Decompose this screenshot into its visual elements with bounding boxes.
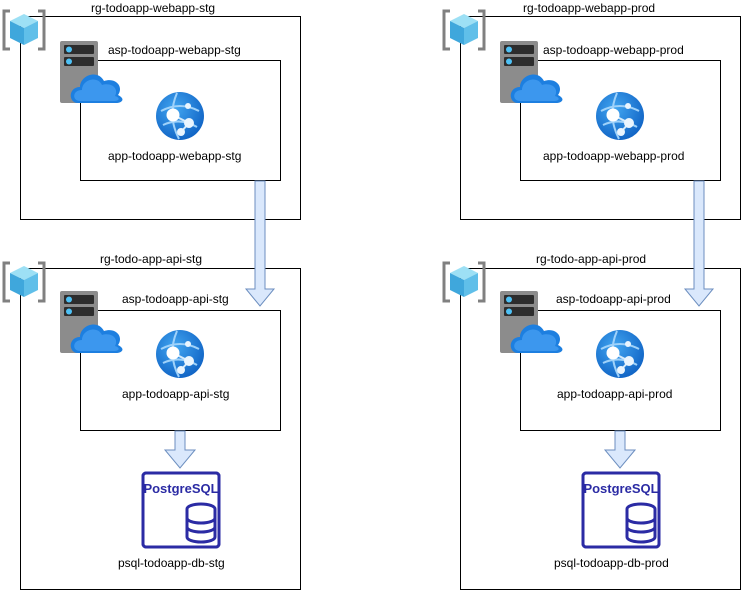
resource-group-icon bbox=[440, 260, 488, 309]
app-service-plan-icon bbox=[500, 41, 566, 110]
rg-webapp-stg-label: rg-todoapp-webapp-stg bbox=[91, 1, 216, 15]
app-webapp-stg-label: app-todoapp-webapp-stg bbox=[108, 149, 242, 163]
postgresql-logo-text: PostgreSQL bbox=[143, 481, 218, 496]
web-app-icon bbox=[155, 91, 205, 146]
postgresql-icon: PostgreSQL bbox=[141, 471, 221, 554]
web-app-icon bbox=[595, 329, 645, 384]
arrow-api-to-db-prod bbox=[603, 430, 637, 469]
asp-webapp-stg-label: asp-todoapp-webapp-stg bbox=[108, 43, 241, 57]
asp-api-stg-label: asp-todoapp-api-stg bbox=[122, 292, 229, 306]
app-service-plan-icon bbox=[60, 41, 126, 110]
resource-group-icon bbox=[440, 8, 488, 57]
web-app-icon bbox=[155, 329, 205, 384]
asp-webapp-prod-label: asp-todoapp-webapp-prod bbox=[543, 43, 684, 57]
app-webapp-prod-label: app-todoapp-webapp-prod bbox=[543, 149, 685, 163]
arrow-webapp-to-api-stg bbox=[244, 180, 276, 307]
app-service-plan-icon bbox=[60, 291, 126, 360]
rg-api-prod-label: rg-todo-app-api-prod bbox=[536, 252, 647, 266]
arrow-api-to-db-stg bbox=[163, 430, 197, 469]
resource-group-icon bbox=[0, 8, 48, 57]
db-stg-label: psql-todoapp-db-stg bbox=[118, 556, 225, 570]
asp-api-prod-label: asp-todoapp-api-prod bbox=[556, 292, 671, 306]
rg-api-stg-label: rg-todo-app-api-stg bbox=[100, 252, 203, 266]
app-api-prod-label: app-todoapp-api-prod bbox=[557, 387, 673, 401]
postgresql-icon: PostgreSQL bbox=[581, 471, 661, 554]
postgresql-logo-text: PostgreSQL bbox=[583, 481, 658, 496]
resource-group-icon bbox=[0, 260, 48, 309]
arrow-webapp-to-api-prod bbox=[683, 180, 715, 307]
db-prod-label: psql-todoapp-db-prod bbox=[554, 556, 669, 570]
app-api-stg-label: app-todoapp-api-stg bbox=[122, 387, 230, 401]
app-service-plan-icon bbox=[500, 291, 566, 360]
web-app-icon bbox=[595, 91, 645, 146]
rg-webapp-prod-label: rg-todoapp-webapp-prod bbox=[523, 1, 656, 15]
